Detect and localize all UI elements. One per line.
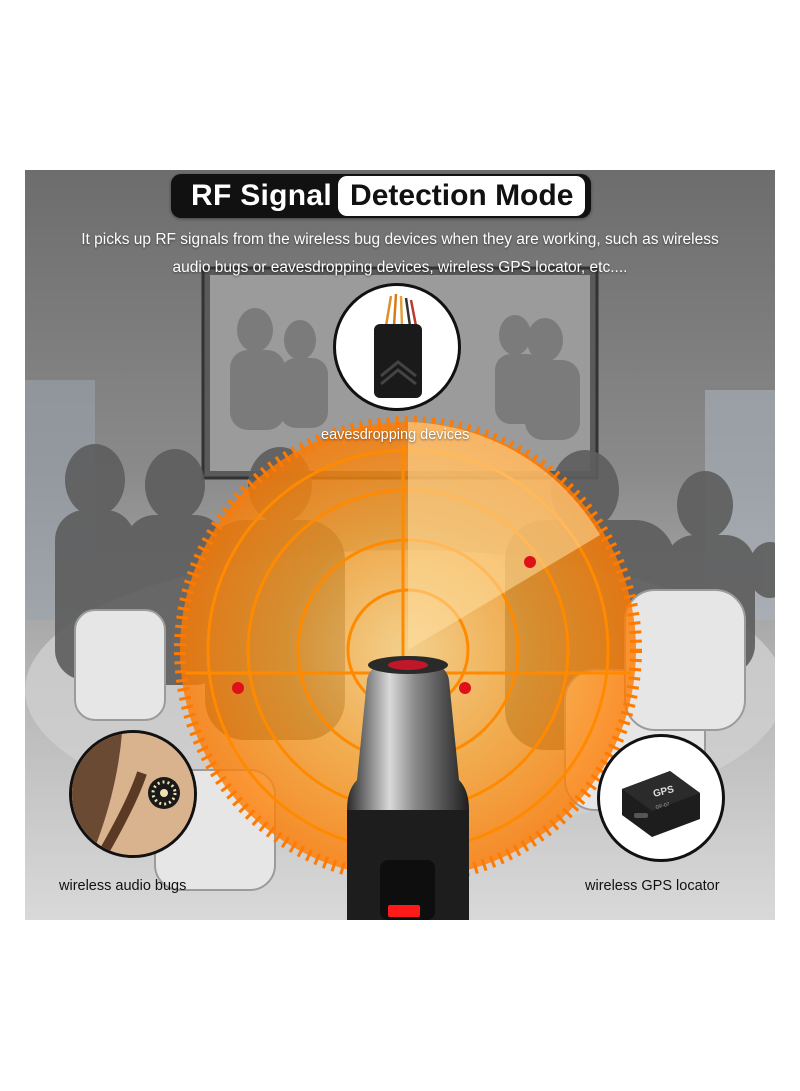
earring-icon <box>72 733 194 855</box>
label-wireless-audio-bugs: wireless audio bugs <box>59 878 187 894</box>
label-eavesdropping-devices: eavesdropping devices <box>321 427 470 443</box>
description-text: It picks up RF signals from the wireless… <box>45 226 755 282</box>
description-line-1: It picks up RF signals from the wireless… <box>81 231 719 248</box>
gps-brand-text: GPS <box>652 784 675 800</box>
audio-bug-earring-bubble <box>69 730 197 858</box>
title-banner: RF Signal Detection Mode <box>171 174 592 218</box>
label-wireless-gps-locator: wireless GPS locator <box>585 878 720 894</box>
meeting-room-scene: RF Signal Detection Mode It picks up RF … <box>25 170 775 920</box>
description-line-2: audio bugs or eavesdropping devices, wir… <box>172 259 628 276</box>
title-part-1: RF Signal <box>191 179 333 212</box>
title-part-2: Detection Mode <box>338 176 586 216</box>
gps-locator-bubble: GPS GF-07 <box>597 734 725 862</box>
tracker-module-icon <box>374 293 422 398</box>
gps-model-text: GF-07 <box>655 802 670 811</box>
rf-detector-device <box>347 656 469 920</box>
scene-background <box>25 266 775 920</box>
radar-graphic <box>174 416 642 910</box>
eavesdropping-device-bubble <box>333 283 461 411</box>
gps-locator-icon: GPS GF-07 <box>622 771 700 837</box>
